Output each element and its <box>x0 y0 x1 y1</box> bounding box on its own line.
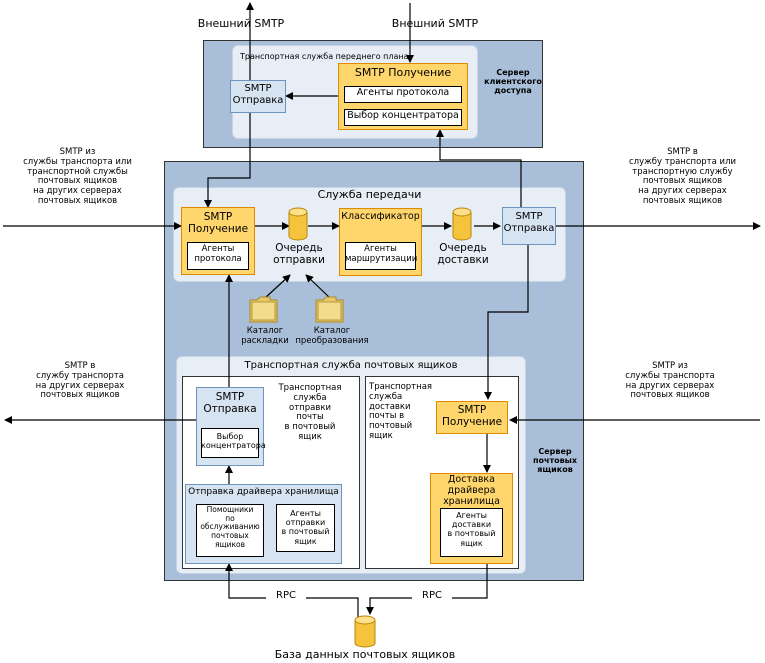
front-end-hub-selection-label: Выбор концентратора <box>347 110 459 121</box>
mailbox-smtp-send-label: SMTP Отправка <box>203 391 257 416</box>
front-end-smtp-send-label: SMTP Отправка <box>232 83 284 106</box>
left-outgoing-smtp-label: SMTP в службу транспорта на других серве… <box>35 361 125 401</box>
transport-service-title: Служба передачи <box>317 188 422 201</box>
pickup-directory-label: Каталог раскладки <box>241 326 289 346</box>
transport-smtp-send-label: SMTP Отправка <box>503 211 555 234</box>
front-end-smtp-receive-label: SMTP Получение <box>354 66 452 79</box>
transport-smtp-send[interactable] <box>502 207 556 245</box>
rpc-left-label: RPC <box>266 590 306 602</box>
mailbox-server-label: Сервер почтовых ящиков <box>532 447 578 475</box>
mailbox-assistants-label: Помощники по обслуживанию почтовых ящико… <box>200 505 260 549</box>
mailbox-submission-agents[interactable] <box>276 504 335 552</box>
replay-folder-icon <box>315 296 344 323</box>
mailbox-delivery-agents[interactable] <box>440 508 503 557</box>
front-end-transport-title: Транспортная служба переднего плана <box>240 52 409 61</box>
replay-directory-label: Каталог преобразования <box>295 326 369 346</box>
transport-protocol-agents[interactable] <box>187 242 249 270</box>
mailbox-delivery-service-label: Транспортная служба доставки почты в поч… <box>369 382 433 441</box>
routing-agents[interactable] <box>345 242 416 270</box>
store-driver-submission-label: Отправка драйвера хранилища <box>188 487 339 497</box>
transport-smtp-receive-label: SMTP Получение <box>187 211 249 236</box>
right-outgoing-smtp-label: SMTP в службу транспорта или транспортну… <box>628 147 737 206</box>
mailbox-submission-agents-label: Агенты отправки в почтовый ящик <box>281 509 330 546</box>
client-access-server-label: Сервер клиентского доступа <box>484 68 542 96</box>
external-smtp-label-right: Внешний SMTP <box>391 17 479 30</box>
delivery-queue-label: Очередь доставки <box>437 242 489 267</box>
rpc-right-label: RPC <box>412 590 452 602</box>
mailbox-delivery-agents-label: Агенты доставки в почтовый ящик <box>447 511 496 548</box>
store-driver-delivery-label: Доставка драйвера хранилища <box>443 474 500 507</box>
mailbox-assistants[interactable] <box>196 504 264 557</box>
mailbox-smtp-receive-label: SMTP Получение <box>441 404 503 429</box>
mailbox-submission-service-label: Транспортная служба отправки почты в поч… <box>278 383 342 442</box>
right-incoming-smtp-label: SMTP из службы транспорта на других серв… <box>625 361 715 401</box>
categorizer-label: Классификатор <box>341 211 420 222</box>
front-end-protocol-agents[interactable] <box>344 86 462 103</box>
external-smtp-label-left: Внешний SMTP <box>197 17 285 30</box>
mailbox-database-label: База данных почтовых ящиков <box>274 648 456 661</box>
front-end-hub-selection[interactable] <box>344 109 462 126</box>
front-end-protocol-agents-label: Агенты протокола <box>356 87 450 98</box>
mailbox-transport-title: Транспортная служба почтовых ящиков <box>244 360 458 371</box>
routing-agents-label: Агенты маршрутизации <box>345 244 418 264</box>
mailbox-hub-selection-label: Выбор концентратора <box>201 432 266 451</box>
front-end-smtp-send[interactable] <box>230 80 286 113</box>
left-incoming-smtp-label: SMTP из службы транспорта или транспортн… <box>23 147 132 206</box>
mailbox-smtp-receive[interactable] <box>436 401 508 434</box>
transport-protocol-agents-label: Агенты протокола <box>194 244 242 264</box>
pickup-folder-icon <box>249 296 278 323</box>
mailbox-hub-selection[interactable] <box>201 428 259 458</box>
submission-queue-label: Очередь отправки <box>273 242 325 267</box>
